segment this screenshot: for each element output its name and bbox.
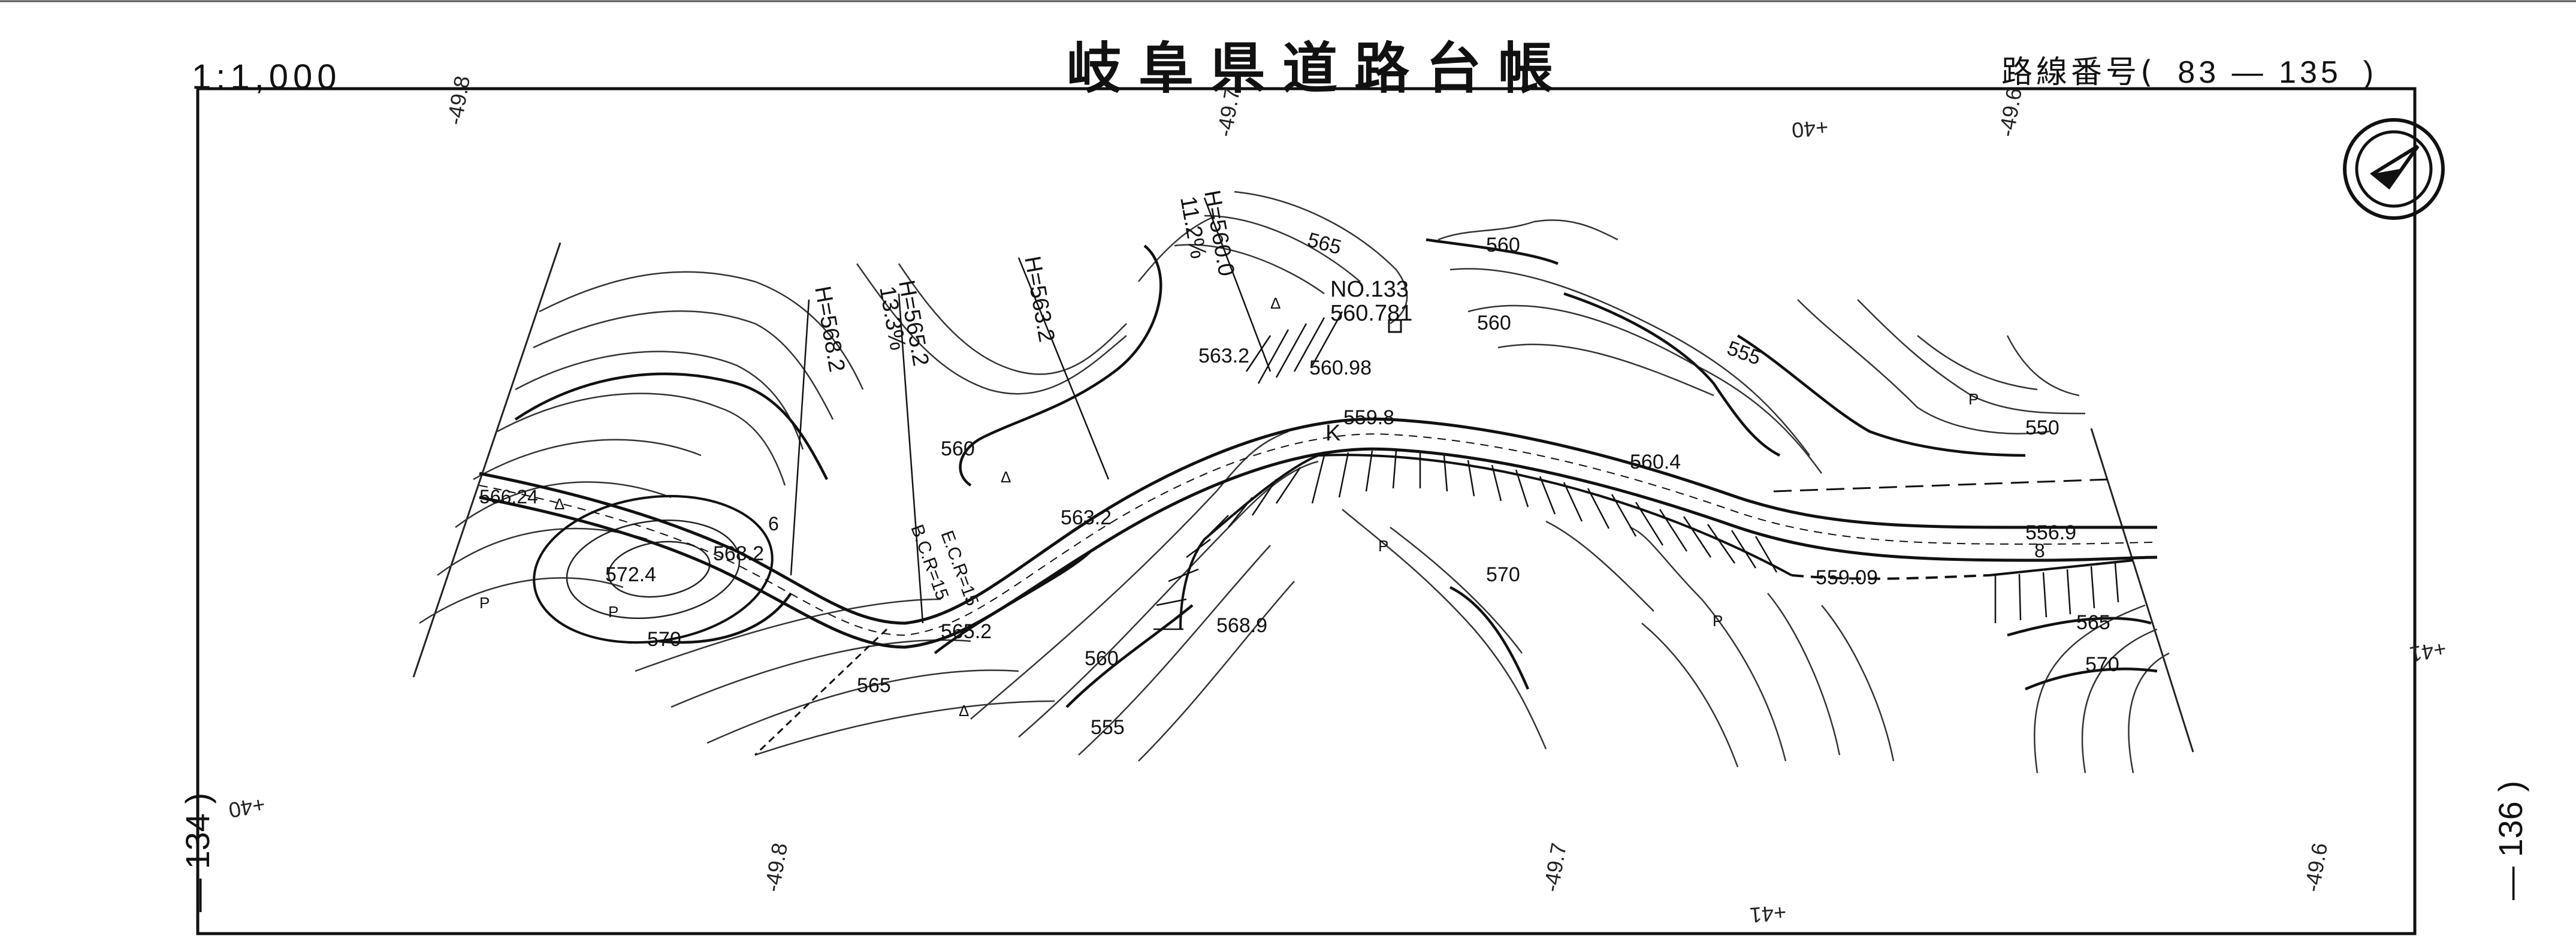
north-arrow-icon (2343, 118, 2445, 220)
edge-label-top-mid: -49.7 (1212, 86, 1245, 138)
elevation-label: 560 (1486, 234, 1520, 256)
edge-label-top-mid2: +40 (1790, 115, 1829, 143)
elevation-label: 563.2 (1198, 345, 1249, 367)
elevation-label: 555 (1091, 716, 1125, 739)
station-number: NO.133 (1330, 277, 1409, 302)
road-mark: 8 (2034, 540, 2045, 561)
edge-label-bottom-mid2: +41 (1748, 900, 1787, 928)
edge-label-top-right: -49.6 (1994, 86, 2027, 138)
leader-label: H=563.2 (1019, 254, 1059, 344)
leader-label: H=568.2 (810, 284, 849, 374)
elevation-label: 570 (1486, 563, 1520, 586)
elevation-label: 570 (647, 628, 681, 651)
elevation-label: 560.98 (1309, 357, 1372, 379)
road-marker-k: K (1325, 421, 1340, 446)
map-symbol: P (1713, 612, 1723, 630)
map-symbol: P (1968, 390, 1979, 408)
map-symbol: P (479, 594, 490, 612)
elevation-label: 560.4 (1630, 451, 1681, 473)
elevation-label: 568.9 (1216, 614, 1267, 637)
elevation-label: 565.2 (941, 620, 992, 643)
edge-label-bottom-left: -49.8 (760, 841, 793, 893)
elevation-label: 560 (1085, 647, 1119, 670)
edge-label-bottom-mid: -49.7 (1539, 841, 1572, 893)
route-number-close: ) (2363, 55, 2378, 90)
elevation-label: 566.24 (479, 486, 538, 508)
elevation-label: 565 (2076, 611, 2110, 634)
route-number-label: 路線番号( (2001, 55, 2157, 90)
elevation-label: 560 (941, 437, 975, 460)
map-symbol: Δ (959, 702, 969, 720)
map-frame (196, 87, 2417, 935)
edge-label-left-side: +40 (227, 792, 267, 823)
elevation-label: 570 (2085, 653, 2119, 676)
elevation-label: 555 (1724, 337, 1763, 370)
map-symbol: Δ (1270, 294, 1281, 312)
elevation-label: 559.8 (1343, 406, 1394, 429)
edge-label-bottom-right: -49.6 (2300, 841, 2333, 893)
elevation-label: 559.09 (1816, 566, 1878, 589)
map-symbol: P (608, 603, 618, 621)
elevation-label: 550 (2025, 416, 2059, 439)
station-elevation: 560.781 (1330, 301, 1412, 326)
elevation-label: 560 (1477, 312, 1511, 334)
route-number: 路線番号( 83 — 135) (2001, 47, 2377, 92)
elevation-label: 572.4 (605, 563, 656, 586)
route-number-value: 83 — 135 (2178, 55, 2342, 90)
map-symbol: Δ (1001, 468, 1011, 486)
edge-label-top-left: -49.8 (442, 74, 475, 126)
elevation-label: 565 (1305, 228, 1344, 259)
elevation-label: 565 (857, 674, 891, 697)
map-symbol: P (1378, 537, 1388, 555)
elevation-label: 556.9 (2025, 521, 2076, 544)
elevation-label: 568.2 (713, 542, 764, 565)
map-symbol: Δ (554, 495, 564, 513)
elevation-label: 563.2 (1061, 506, 1112, 529)
road-mark: 6 (768, 513, 779, 535)
